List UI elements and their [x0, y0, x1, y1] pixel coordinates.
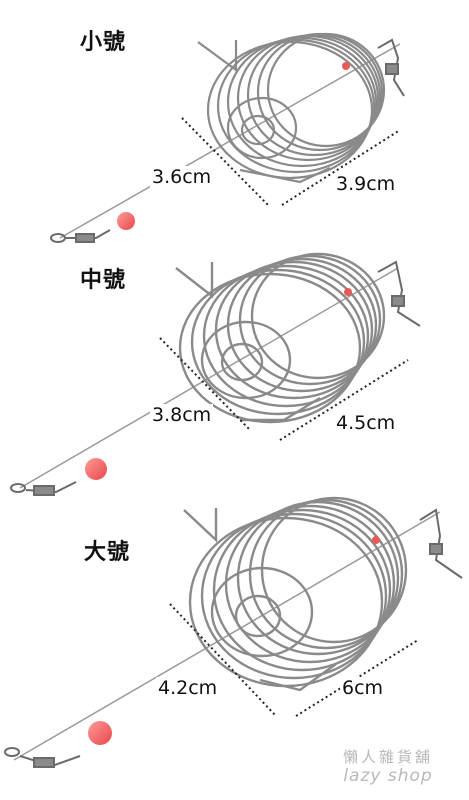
medium-cage-wire	[175, 252, 386, 424]
large-diameter-label: 6cm	[340, 677, 386, 699]
small-length-label: 3.6cm	[150, 166, 214, 188]
large-size-label: 大號	[84, 540, 131, 565]
small-cage-feeder	[50, 32, 405, 243]
watermark-english: lazy shop	[343, 766, 433, 786]
medium-dimension-lines	[159, 337, 409, 441]
medium-swivel-right	[344, 260, 421, 327]
medium-bead	[85, 458, 107, 480]
large-bead	[88, 721, 112, 745]
medium-size-label: 中號	[80, 268, 127, 293]
large-length-label: 4.2cm	[156, 677, 220, 699]
large-cage-feeder	[4, 496, 463, 768]
small-swivel-left	[50, 229, 111, 243]
large-swivel-left	[4, 747, 81, 768]
medium-diameter-label: 4.5cm	[334, 412, 398, 434]
large-cage-wire	[183, 496, 408, 692]
medium-length-label: 3.8cm	[150, 404, 214, 426]
small-diameter-label: 3.9cm	[334, 173, 398, 195]
small-cage-wire	[197, 32, 386, 184]
small-bead	[117, 212, 135, 230]
medium-cage-feeder	[10, 252, 421, 496]
small-size-label: 小號	[80, 30, 127, 55]
medium-swivel-left	[10, 481, 77, 496]
small-swivel-right	[342, 38, 405, 97]
large-swivel-right	[372, 508, 463, 579]
small-dimension-lines	[181, 117, 401, 206]
shop-watermark: 懶人雜貨舖 lazy shop	[343, 748, 433, 786]
watermark-chinese: 懶人雜貨舖	[342, 748, 433, 766]
